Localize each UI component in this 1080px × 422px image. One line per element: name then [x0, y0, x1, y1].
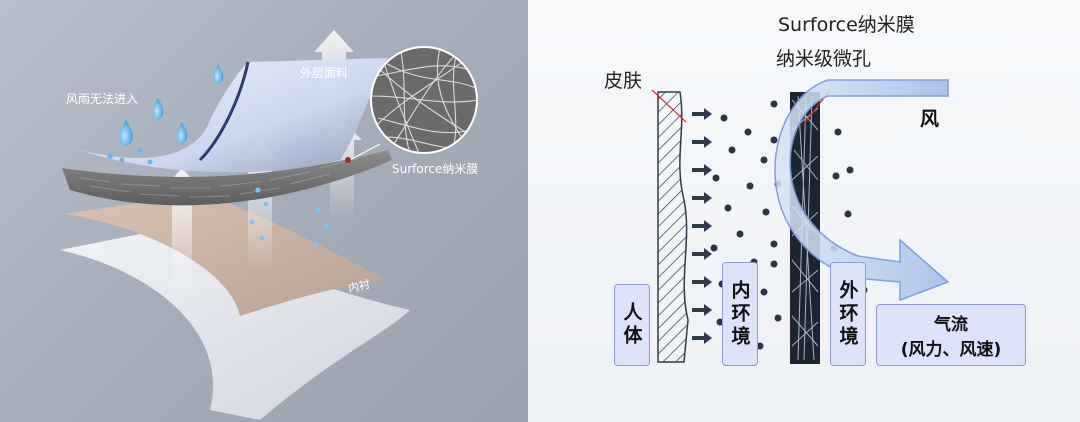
outer-fabric-layer	[80, 58, 388, 173]
membrane-zoom-circle	[345, 46, 478, 163]
inner-environment-label: 内环境	[728, 279, 751, 349]
wind-label: 风	[920, 108, 940, 130]
lining-layer	[66, 196, 386, 316]
skin-arrows	[692, 108, 712, 344]
outer-environment-label: 外环境	[836, 279, 859, 349]
outer-fabric-label: 外层面料	[300, 66, 349, 80]
human-body-label: 人体	[620, 302, 643, 348]
skin-leader-line	[651, 89, 687, 123]
outer-environment-box: 外环境	[830, 262, 866, 366]
airflow-box: 气流 (风力、风速)	[876, 304, 1026, 366]
membrane-label: Surforce纳米膜	[392, 162, 479, 176]
membrane-layer	[62, 150, 392, 206]
fabric-layers-graphic	[60, 30, 478, 420]
human-body-box: 人体	[614, 284, 650, 366]
fabric-layers-illustration: 风雨无法进入 外层面料 Surforce纳米膜 内衬	[0, 0, 528, 422]
water-drops	[107, 64, 329, 247]
breathability-diagram: Surforce纳米膜 纳米级微孔 皮肤 风 人体 内环境 外环境 气流 (风力…	[528, 0, 1080, 422]
skin-label: 皮肤	[604, 70, 643, 92]
rain-blocked-label: 风雨无法进入	[66, 92, 139, 106]
diagram-subtitle: 纳米级微孔	[776, 48, 872, 70]
base-fabric-layer	[60, 230, 410, 420]
inner-environment-box: 内环境	[722, 262, 758, 366]
skin-wall	[657, 91, 689, 363]
diagram-title: Surforce纳米膜	[778, 14, 915, 36]
airflow-label-line1: 气流	[934, 315, 968, 335]
airflow-label-line2: (风力、风速)	[900, 340, 1002, 360]
wind-arrow	[774, 79, 950, 302]
